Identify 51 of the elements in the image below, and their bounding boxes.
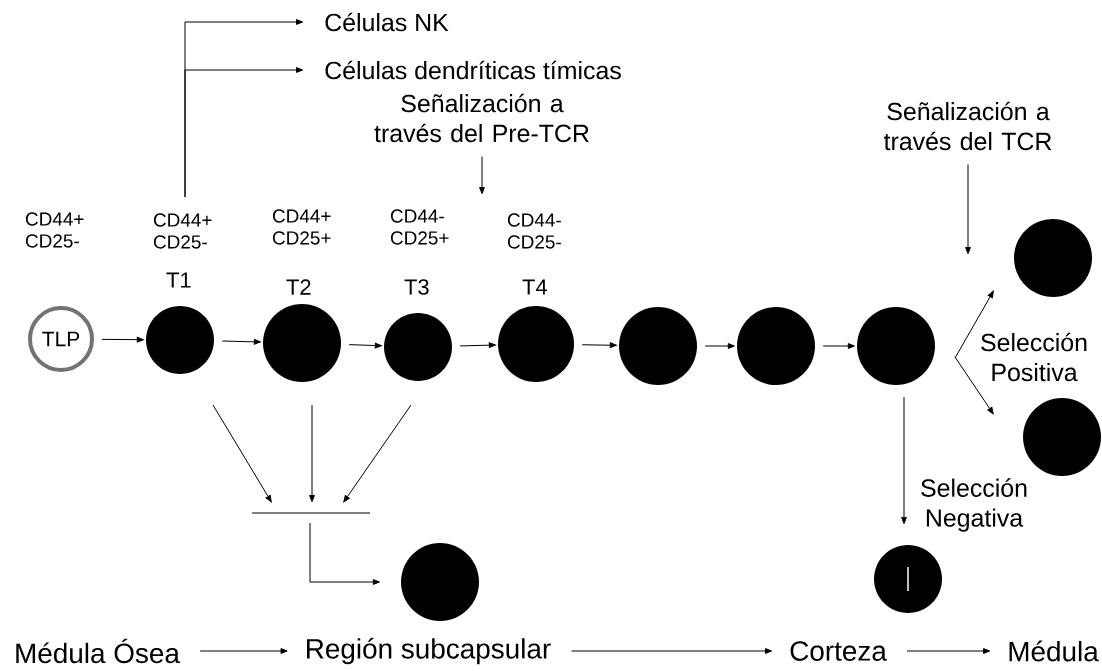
arrow [571,648,773,654]
arrow [309,404,315,503]
region-label: Médula [1009,640,1099,662]
cell-circle [737,307,815,385]
arrow [901,396,907,525]
arrow [199,648,288,654]
arrow [309,522,380,585]
cell-circle [874,545,942,613]
cell-circle [263,304,341,382]
cell-circle [384,313,452,381]
region-label: Médula Ósea [16,638,180,664]
stage-label: T3 [404,279,429,295]
cell-circle [1014,219,1092,297]
cell-circle [146,306,214,374]
arrow [954,290,994,359]
cell-circle [619,307,697,385]
cell-circle [857,307,935,385]
arrow [221,338,261,345]
marker-label: CD44+ CD25+ [272,209,331,245]
marker-label: CD44- CD25+ [390,209,449,245]
arrow [343,404,412,503]
region-label: Corteza [790,641,887,661]
stage-label: T1 [166,272,191,288]
cell-circle [1023,398,1101,476]
arrow [459,342,496,349]
arrow [184,67,304,198]
signal-label: Señalización a través del TCR [883,101,1052,151]
cell-type-label: Células dendríticas tímicas [325,60,621,80]
arrow [581,342,617,349]
edge-label: Selección Negativa [910,477,1038,533]
marker-label: CD44+ CD25- [153,213,212,249]
marker-label: CD44+ CD25- [25,212,84,248]
arrow [704,343,735,349]
marker-label: CD44- CD25- [507,213,561,249]
stage-label: T2 [286,279,311,295]
cell-circle [498,306,574,382]
cell-circle [401,543,479,621]
selection-label: Selección Positiva [981,332,1087,382]
arrow [479,155,485,195]
arrow [954,356,994,415]
region-label: Región subcapsular [307,637,551,665]
cell-type-label: Células NK [325,12,449,32]
arrow [965,163,971,255]
arrow [906,648,991,654]
arrow [101,336,144,343]
arrow [822,343,855,349]
arrow [212,404,272,503]
stage-label: T4 [522,279,547,295]
arrow [348,342,382,349]
signal-label: Señalización a través del Pre-TCR [374,93,589,143]
progenitor-cell: TLP [28,306,94,372]
